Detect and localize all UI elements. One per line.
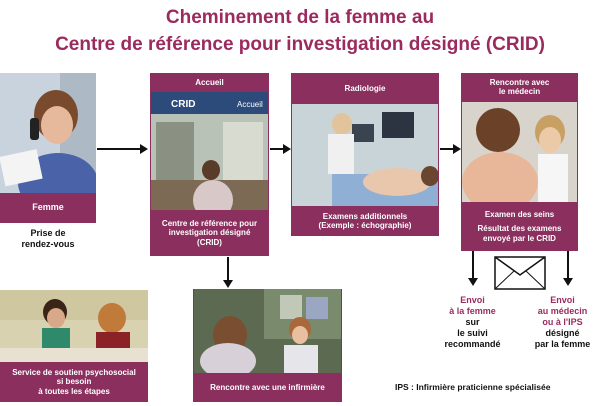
femme-photo — [0, 73, 96, 193]
envoi-medecin-b2: par la femme — [534, 339, 591, 349]
psycho-caption: Service de soutien psychosocial si besoi… — [0, 363, 148, 401]
prise-rendez-vous: Prise de rendez-vous — [0, 228, 96, 250]
accueil-cap-2: investigation désigné — [168, 228, 251, 238]
femme-caption: Femme — [32, 202, 64, 213]
envoi-femme-b2: le suivi — [457, 328, 488, 338]
envoi-medecin-b1: désigné — [545, 328, 580, 338]
envoi-femme-m2: à la femme — [449, 306, 496, 316]
footnote-ips: IPS : Infirmière praticienne spécialisée — [395, 382, 551, 392]
prise-line-2: rendez-vous — [21, 239, 75, 249]
medecin-photo — [462, 102, 577, 202]
envoi-medecin: Envoi au médecin ou à l'IPS désigné par … — [525, 295, 600, 350]
arrow-envoi-medecin — [563, 251, 573, 286]
medecin-hdr-1: Rencontre avec — [489, 78, 550, 87]
infirmiere-caption: Rencontre avec une infirmière — [210, 383, 325, 393]
accueil-cap-3: (CRID) — [197, 237, 222, 247]
arrow-envoi-femme — [468, 251, 478, 286]
envoi-medecin-m3: ou à l'IPS — [542, 317, 583, 327]
medecin-caption: Examen des seins Résultat des examens en… — [461, 204, 578, 249]
envelope-icon — [494, 256, 546, 290]
envoi-medecin-m2: au médecin — [537, 306, 588, 316]
psycho-cap-2: si besoin — [56, 377, 92, 387]
title-line-2: Centre de référence pour investigation d… — [55, 34, 545, 55]
accueil-header: Accueil — [195, 77, 224, 87]
radiologie-caption: Examens additionnels (Exemple : échograp… — [291, 207, 439, 235]
title-line-1: Cheminement de la femme au — [165, 7, 435, 28]
arrow-accueil-radiologie — [270, 144, 291, 154]
sign-crid: CRID — [171, 99, 195, 110]
medecin-cap-1: Examen des seins — [484, 209, 555, 219]
medecin-hdr-2: le médecin — [498, 87, 541, 96]
envoi-femme: Envoi à la femme sur le suivi recommandé — [430, 295, 515, 350]
accueil-caption: Centre de référence pour investigation d… — [150, 212, 269, 254]
infirmiere-photo — [194, 289, 341, 373]
radiologie-cap-1: Examens additionnels — [322, 211, 408, 221]
arrow-radiologie-medecin — [440, 144, 461, 154]
arrow-femme-accueil — [97, 144, 148, 154]
accueil-cap-1: Centre de référence pour — [161, 218, 258, 228]
envoi-medecin-m1: Envoi — [550, 295, 575, 305]
prise-line-1: Prise de — [30, 228, 66, 238]
medecin-cap-3: Résultat des examens — [477, 224, 562, 234]
psycho-cap-1: Service de soutien psychosocial — [12, 367, 136, 377]
envoi-femme-b3: recommandé — [444, 339, 501, 349]
radiologie-header: Radiologie — [344, 83, 386, 93]
medecin-cap-4: envoyé par le CRID — [483, 233, 556, 243]
accueil-photo: CRID Accueil — [151, 92, 268, 210]
psycho-cap-3: à toutes les étapes — [38, 386, 110, 396]
sign-accueil: Accueil — [237, 100, 263, 109]
envoi-femme-b1: sur — [465, 317, 480, 327]
radiologie-photo — [292, 104, 438, 206]
envoi-femme-m1: Envoi — [460, 295, 485, 305]
arrow-accueil-infirmiere — [223, 257, 233, 288]
medecin-header: Rencontre avec le médecin — [461, 73, 578, 101]
radiologie-cap-2: (Exemple : échographie) — [318, 221, 412, 230]
psycho-photo — [0, 290, 148, 362]
